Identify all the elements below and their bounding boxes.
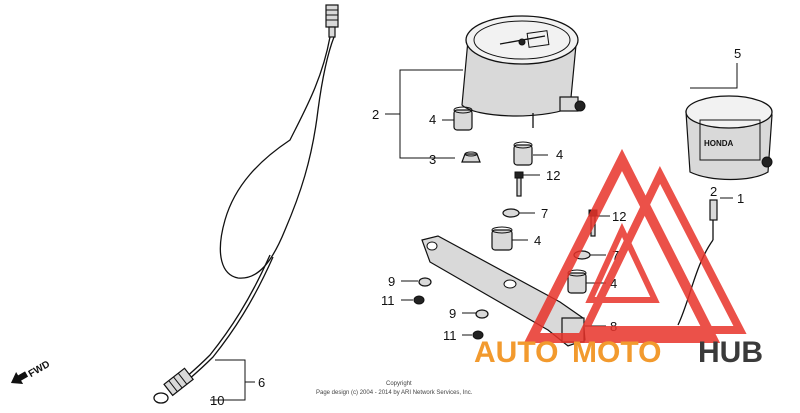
callout-4: 4 xyxy=(610,276,617,291)
watermark-text-hub: HUB xyxy=(698,336,763,369)
callout-4: 4 xyxy=(429,112,436,127)
callout-labels: 5 2 4 3 4 12 7 4 12 7 4 8 9 11 9 11 2 1 … xyxy=(210,46,744,408)
washer-7 xyxy=(502,208,520,218)
callout-3: 3 xyxy=(429,152,436,167)
callout-5: 5 xyxy=(734,46,741,61)
callout-1: 1 xyxy=(737,191,744,206)
speedometer-assembly xyxy=(461,15,586,128)
callout-2: 2 xyxy=(372,107,379,122)
callout-9: 9 xyxy=(449,306,456,321)
nut-11 xyxy=(472,330,484,340)
watermark-triangle-icon xyxy=(523,148,721,343)
tachometer-case xyxy=(685,111,773,181)
callout-4: 4 xyxy=(534,233,541,248)
callout-4: 4 xyxy=(556,147,563,162)
rubber-grommet xyxy=(513,141,533,166)
fwd-indicator: FWD xyxy=(10,359,52,385)
tachometer-assembly: HONDA xyxy=(677,95,773,326)
copyright-line-1: Copyright xyxy=(386,381,412,387)
rubber-grommet xyxy=(567,269,587,294)
washer-9 xyxy=(475,309,489,319)
speedometer-cable xyxy=(153,4,339,404)
cable-loop xyxy=(219,36,335,279)
watermark-text-moto: MOTO xyxy=(572,336,661,369)
rubber-grommet xyxy=(491,226,513,251)
cap-part-3 xyxy=(461,151,481,163)
callout-10: 10 xyxy=(210,393,224,408)
rubber-grommet xyxy=(453,106,473,131)
automotohub-watermark xyxy=(523,148,747,343)
washer-9 xyxy=(418,277,432,287)
fwd-arrow-icon xyxy=(10,371,29,385)
callout-7: 7 xyxy=(541,206,548,221)
cable-lower-run xyxy=(184,254,271,379)
copyright-line-2: Page design (c) 2004 - 2014 by ARI Netwo… xyxy=(316,390,473,396)
cable-lower-fitting xyxy=(163,367,194,397)
nut-11 xyxy=(413,295,425,305)
o-ring-10 xyxy=(153,392,169,404)
watermark-text-auto: AUTO xyxy=(474,336,558,369)
callout-7: 7 xyxy=(612,248,619,263)
callout-9: 9 xyxy=(388,274,395,289)
callout-2: 2 xyxy=(710,184,717,199)
meter-brand-text: HONDA xyxy=(704,139,734,148)
callout-11: 11 xyxy=(381,293,395,308)
cable-top-connector xyxy=(325,4,339,28)
fwd-label: FWD xyxy=(27,359,52,380)
callout-6: 6 xyxy=(258,375,265,390)
callout-11: 11 xyxy=(443,328,457,343)
callout-12: 12 xyxy=(546,168,560,183)
callout-12: 12 xyxy=(612,209,626,224)
bolt-12 xyxy=(514,171,524,197)
